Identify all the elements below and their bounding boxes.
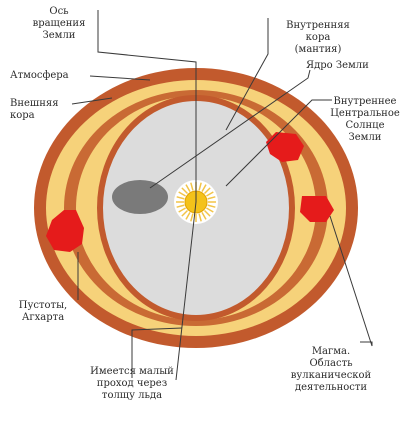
- sun-ray: [190, 182, 194, 191]
- sun-ray: [178, 191, 186, 197]
- sun-ray: [201, 212, 207, 220]
- sun-ray: [201, 184, 207, 192]
- sun-ray: [181, 187, 189, 195]
- label-voids: Пустоты, Агхарта: [18, 300, 68, 323]
- label-axis: Ось вращения Земли: [32, 6, 86, 41]
- magma-leader: [329, 215, 373, 347]
- passage-leader: [131, 327, 183, 378]
- sun-ray: [176, 204, 185, 208]
- core-leader: [149, 69, 311, 189]
- label-passage: Имеется малый проход через толщу льда: [90, 366, 174, 401]
- label-inner-crust: Внутренняя кора (мантия): [286, 20, 350, 55]
- label-inner-sun: Внутреннее Центральное Солнце Земли: [330, 96, 400, 143]
- magma-left: [46, 210, 84, 252]
- sun-ray: [176, 196, 185, 200]
- sun-ray: [206, 207, 214, 213]
- sun-ray: [207, 204, 216, 208]
- label-core: Ядро Земли: [306, 60, 369, 71]
- label-atmosphere: Атмосфера: [10, 70, 69, 81]
- sun-ray: [198, 213, 202, 222]
- magma-right-top: [266, 132, 304, 162]
- magma-right-mid: [300, 196, 334, 222]
- sun-ray: [181, 209, 189, 217]
- axis-line-bottom: [175, 201, 197, 381]
- atmosphere-leader: [89, 75, 151, 81]
- sun-ray: [207, 196, 216, 200]
- sun-ray: [185, 212, 191, 220]
- sun-ray: [203, 187, 211, 195]
- inner-crust-leader: [225, 18, 269, 131]
- sun-ray: [178, 207, 186, 213]
- earth-core: [112, 180, 168, 214]
- axis-line: [97, 10, 197, 202]
- sun-ray: [198, 182, 202, 191]
- inner-sun-leader: [225, 99, 332, 187]
- label-magma: Магма. Область вулканической деятельност…: [290, 346, 372, 393]
- label-outer-crust: Внешняя кора: [10, 98, 59, 121]
- sun-ray: [185, 184, 191, 192]
- outer-crust-leader: [71, 97, 113, 105]
- sun-ray: [203, 209, 211, 217]
- sun-ray: [190, 213, 194, 222]
- sun-ray: [206, 191, 214, 197]
